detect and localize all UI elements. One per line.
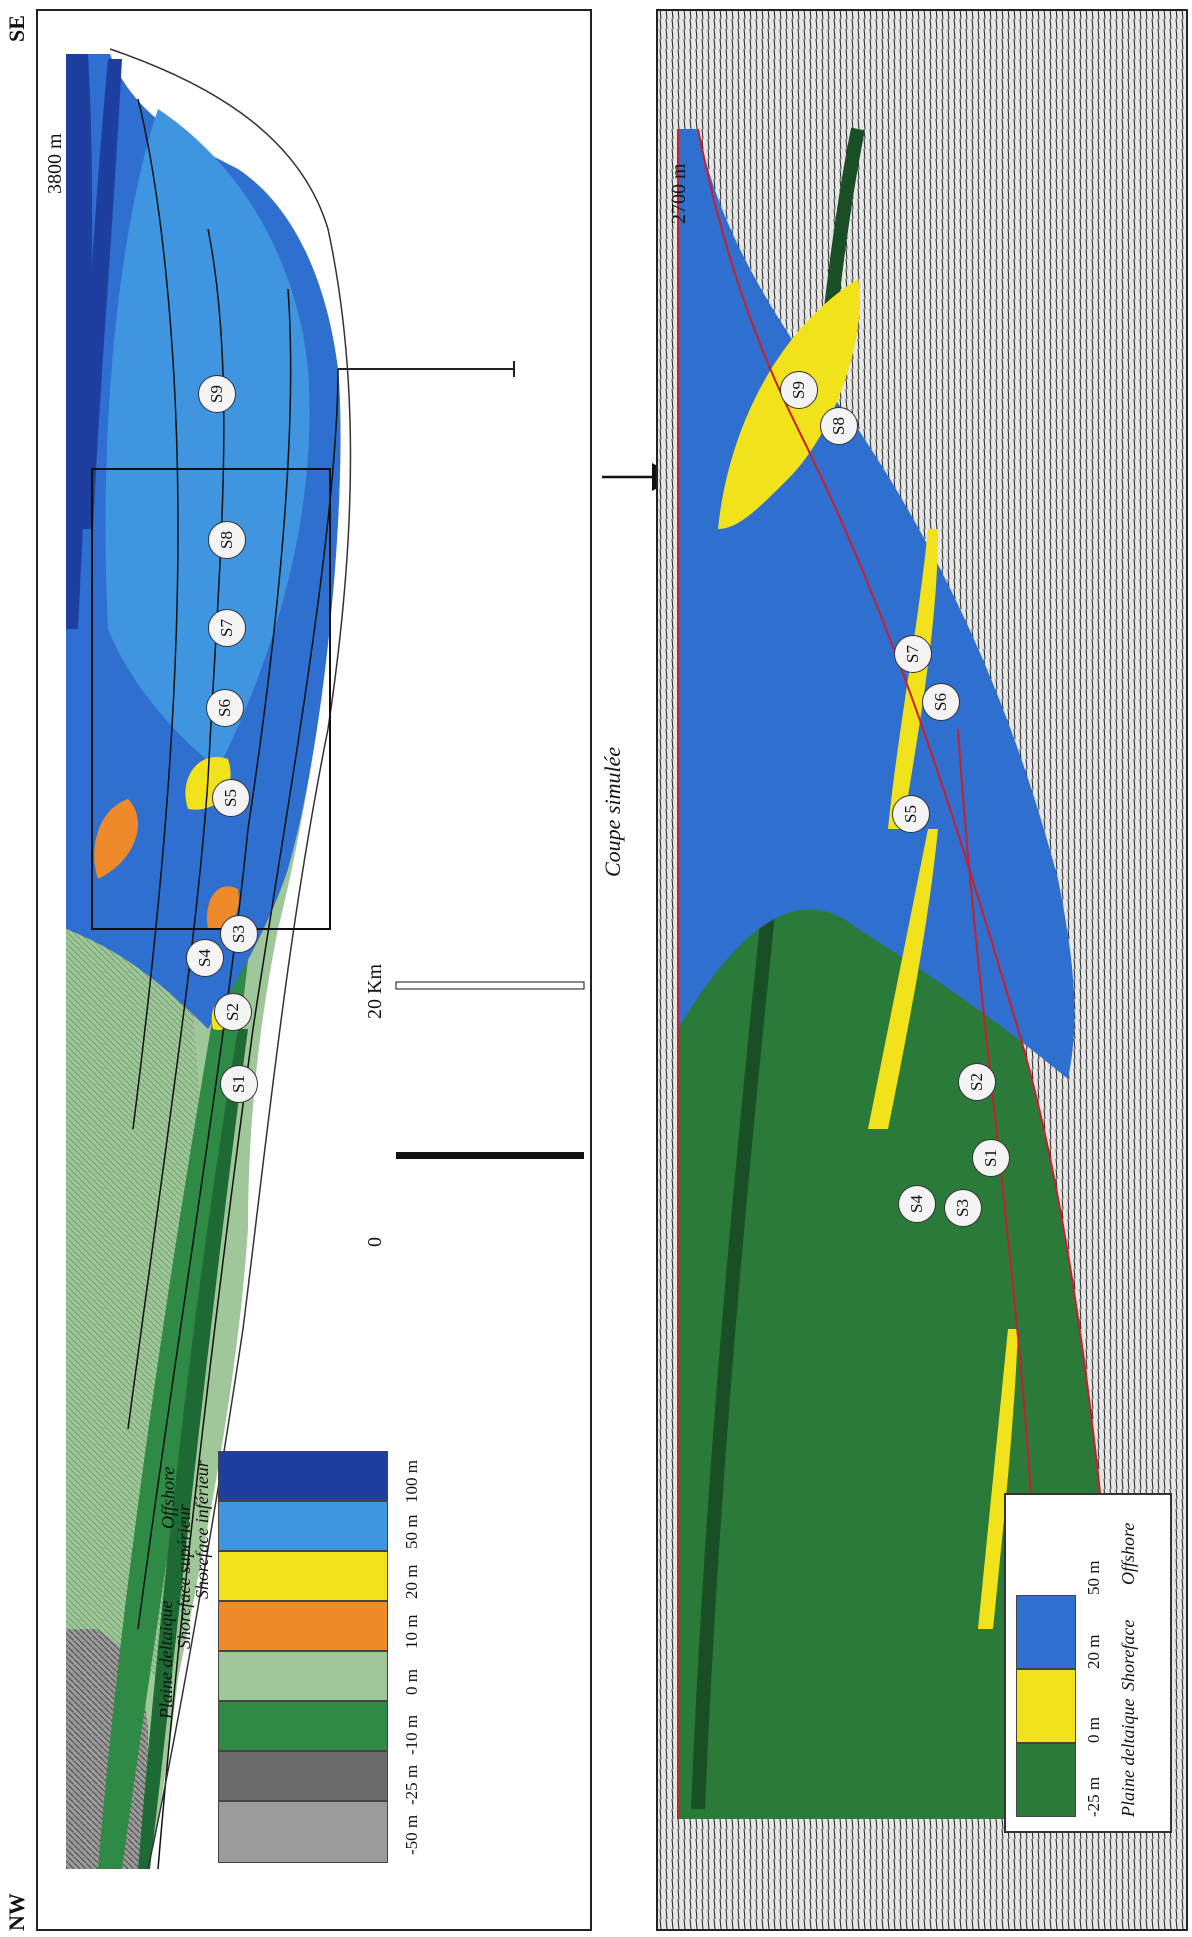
simulated-section-label: Coupe simulée <box>600 747 626 877</box>
bottom-facies-2: Shoreface <box>1118 1620 1139 1691</box>
bottom-depth-1: -25 m <box>1084 1777 1104 1817</box>
legend-depth-7: 50 m <box>402 1515 422 1549</box>
top-site-s5: S5 <box>212 779 250 817</box>
bottom-site-s5: S5 <box>892 795 930 833</box>
legend-facies-3: Shoreface inférieur <box>192 1460 213 1599</box>
legend-swatch-yellow <box>1016 1669 1076 1743</box>
legend-depth-4: 0 m <box>402 1669 422 1695</box>
top-site-s9: S9 <box>198 375 236 413</box>
scale-start-label: 0 <box>364 1237 387 1247</box>
top-site-s6: S6 <box>206 689 244 727</box>
bottom-site-s1: S1 <box>972 1139 1010 1177</box>
scale-end-label: 20 Km <box>364 964 387 1019</box>
bottom-width-label: 2700 m <box>668 163 691 224</box>
legend-depth-8: 100 m <box>402 1460 422 1503</box>
legend-swatch-gray <box>218 1801 388 1863</box>
bottom-depth-3: 20 m <box>1084 1635 1104 1669</box>
bottom-site-s2: S2 <box>958 1063 996 1101</box>
se-label: SE <box>4 15 30 42</box>
legend-depth-6: 20 m <box>402 1565 422 1599</box>
bottom-site-s6: S6 <box>922 683 960 721</box>
bottom-site-s3: S3 <box>944 1189 982 1227</box>
nw-label: NW <box>4 1893 30 1931</box>
bottom-site-s4: S4 <box>898 1185 936 1223</box>
legend-depth-3: -10 m <box>402 1715 422 1755</box>
top-site-s1: S1 <box>220 1065 258 1103</box>
bottom-facies-3: Offshore <box>1118 1523 1139 1585</box>
scale-bar-dark <box>396 1152 584 1159</box>
bottom-site-s9: S9 <box>780 371 818 409</box>
bottom-legend: -25 m 0 m 20 m 50 m Plaine deltaique Sho… <box>1004 1493 1172 1833</box>
bottom-depth-2: 0 m <box>1084 1717 1104 1743</box>
top-site-s2: S2 <box>214 993 252 1031</box>
bottom-site-s8: S8 <box>820 407 858 445</box>
top-width-label: 3800 m <box>44 133 67 194</box>
bottom-depth-4: 50 m <box>1084 1561 1104 1595</box>
legend-swatch-green <box>1016 1743 1076 1817</box>
bottom-site-s7: S7 <box>894 635 932 673</box>
top-site-s7: S7 <box>208 609 246 647</box>
legend-swatch-blue <box>1016 1595 1076 1669</box>
legend-depth-5: 10 m <box>402 1615 422 1649</box>
bottom-facies-1: Plaine deltaique <box>1118 1699 1139 1817</box>
top-site-s3: S3 <box>220 915 258 953</box>
top-site-s4: S4 <box>186 939 224 977</box>
legend-facies-4: Offshore <box>158 1467 179 1529</box>
legend-depth-1: -50 m <box>402 1815 422 1855</box>
legend-depth-2: -25 m <box>402 1765 422 1805</box>
seismic-section-panel: 2700 m S9 S8 S7 S6 S5 S2 S1 S4 S3 -25 m … <box>656 9 1188 1931</box>
top-site-s8: S8 <box>208 521 246 559</box>
simulated-facies-panel: 3800 m S9 S8 S7 S6 S5 S3 S4 S2 S1 0 20 K… <box>36 9 592 1931</box>
